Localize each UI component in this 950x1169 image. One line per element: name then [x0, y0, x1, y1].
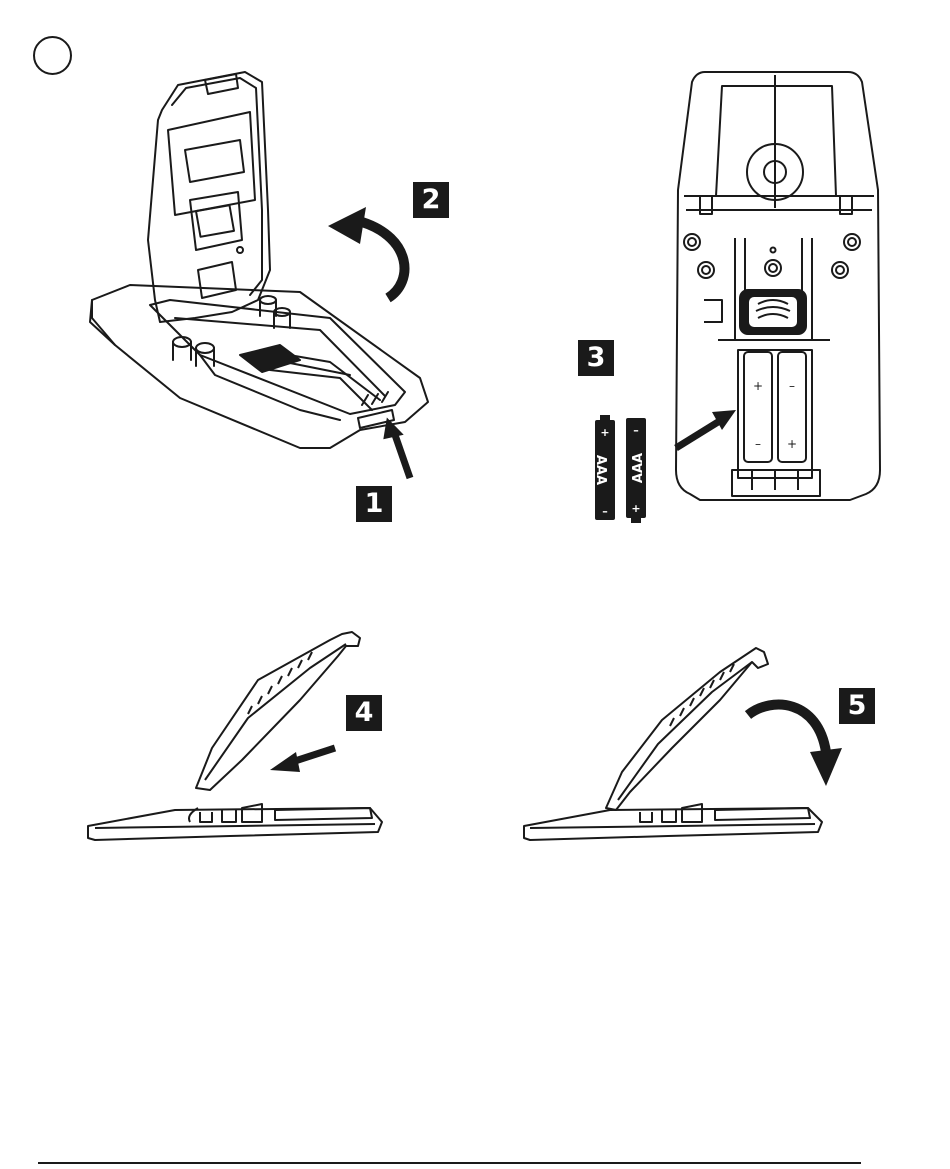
- svg-text:+: +: [753, 379, 763, 393]
- battery-left-plus: +: [600, 426, 609, 439]
- aaa-battery-left: + AAA –: [593, 415, 615, 520]
- door-insert-side-illustration: [88, 632, 382, 840]
- battery-left-minus: –: [602, 505, 608, 518]
- step-badge-3: 3: [578, 340, 614, 376]
- battery-left-label: AAA: [593, 455, 608, 485]
- step-badge-1: 1: [356, 486, 392, 522]
- aaa-battery-right: – AAA +: [626, 418, 646, 523]
- section-circle-marker: [33, 36, 72, 75]
- device-open-door-illustration: [90, 72, 428, 448]
- step-badge-2: 2: [413, 182, 449, 218]
- lift-door-curved-arrow: [328, 207, 404, 298]
- close-door-curved-arrow: [748, 705, 842, 786]
- step-badge-5: 5: [839, 688, 875, 724]
- svg-text:+: +: [787, 437, 797, 451]
- slide-door-arrow: [270, 748, 335, 772]
- svg-text:–: –: [789, 379, 795, 393]
- battery-right-plus: +: [631, 502, 640, 515]
- footer-rule: [38, 1162, 861, 1164]
- battery-right-label: AAA: [631, 453, 646, 483]
- device-back-illustration: + – – +: [676, 72, 880, 500]
- push-latch-arrow: [383, 417, 410, 478]
- svg-text:–: –: [755, 437, 761, 451]
- step-badge-4: 4: [346, 695, 382, 731]
- battery-right-minus: –: [633, 424, 639, 437]
- door-close-side-illustration: [524, 648, 822, 840]
- insert-batteries-arrow: [676, 410, 736, 448]
